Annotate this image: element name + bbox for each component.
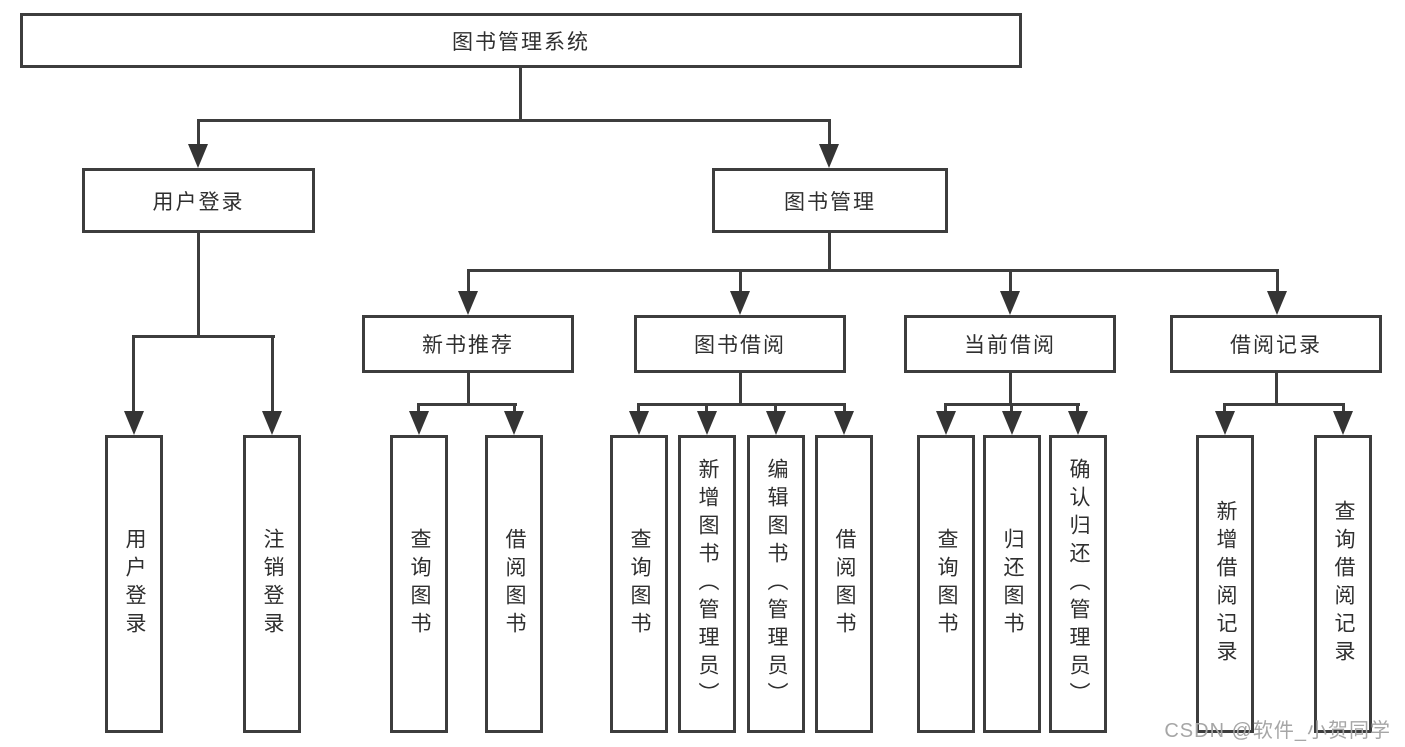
node-add-books-admin-label: 新增图书（管理员） bbox=[696, 458, 719, 710]
connector-user-login-hbar bbox=[133, 335, 275, 338]
node-logout-item-label: 注销登录 bbox=[261, 528, 284, 640]
connector-stem bbox=[1076, 403, 1079, 413]
connector-recommend-hbar bbox=[418, 403, 517, 406]
connector-book-mgmt-hbar bbox=[467, 269, 1279, 272]
node-add-books-admin: 新增图书（管理员） bbox=[678, 435, 736, 733]
arrow-down-icon bbox=[262, 411, 282, 435]
connector-stem bbox=[513, 403, 516, 413]
node-query-borrow-record: 查询借阅记录 bbox=[1314, 435, 1372, 733]
connector-records-down bbox=[1275, 373, 1278, 406]
node-query-books-borrow-label: 查询图书 bbox=[628, 528, 651, 640]
node-user-login-item: 用户登录 bbox=[105, 435, 163, 733]
connector-user-login-stem bbox=[197, 119, 200, 148]
node-query-books-borrow: 查询图书 bbox=[610, 435, 668, 733]
connector-user-login-down bbox=[197, 233, 200, 337]
connector-borrow-stem bbox=[739, 269, 742, 294]
connector-stem bbox=[1010, 403, 1013, 413]
node-edit-books-admin: 编辑图书（管理员） bbox=[747, 435, 805, 733]
csdn-watermark: CSDN @软件_小贺同学 bbox=[1164, 720, 1391, 742]
node-query-books-current-label: 查询图书 bbox=[935, 528, 958, 640]
arrow-down-icon bbox=[766, 411, 786, 435]
node-query-books-current: 查询图书 bbox=[917, 435, 975, 733]
arrow-down-icon bbox=[1068, 411, 1088, 435]
node-add-borrow-record-label: 新增借阅记录 bbox=[1214, 500, 1237, 668]
node-root-label: 图书管理系统 bbox=[452, 30, 590, 54]
connector-logout-item-stem bbox=[271, 335, 274, 414]
arrow-down-icon bbox=[1000, 291, 1020, 315]
node-book-management-label: 图书管理 bbox=[784, 190, 876, 214]
connector-recommend-down bbox=[467, 373, 470, 406]
node-confirm-return-admin-label: 确认归还（管理员） bbox=[1067, 458, 1090, 710]
connector-login-item-stem bbox=[132, 335, 135, 414]
connector-recommend-stem bbox=[467, 269, 470, 294]
node-logout-item: 注销登录 bbox=[243, 435, 301, 733]
arrow-down-icon bbox=[1267, 291, 1287, 315]
connector-root-stem bbox=[519, 68, 522, 121]
arrow-down-icon bbox=[936, 411, 956, 435]
node-new-book-recommend-label: 新书推荐 bbox=[422, 334, 514, 357]
connector-stem bbox=[637, 403, 640, 413]
node-borrow-books-recommend-label: 借阅图书 bbox=[503, 528, 526, 640]
node-borrow-records-label: 借阅记录 bbox=[1230, 334, 1322, 357]
connector-stem bbox=[944, 403, 947, 413]
connector-borrow-hbar bbox=[638, 403, 846, 406]
node-current-borrow: 当前借阅 bbox=[904, 315, 1116, 373]
node-confirm-return-admin: 确认归还（管理员） bbox=[1049, 435, 1107, 733]
node-return-books-label: 归还图书 bbox=[1001, 528, 1024, 640]
connector-stem bbox=[417, 403, 420, 413]
arrow-down-icon bbox=[124, 411, 144, 435]
node-current-borrow-label: 当前借阅 bbox=[964, 334, 1056, 357]
arrow-down-icon bbox=[409, 411, 429, 435]
node-edit-books-admin-label: 编辑图书（管理员） bbox=[765, 458, 788, 710]
connector-current-down bbox=[1009, 373, 1012, 406]
arrow-down-icon bbox=[819, 144, 839, 168]
connector-stem bbox=[843, 403, 846, 413]
node-root: 图书管理系统 bbox=[20, 13, 1022, 68]
node-user-login-item-label: 用户登录 bbox=[123, 528, 146, 640]
node-borrow-books-recommend: 借阅图书 bbox=[485, 435, 543, 733]
connector-root-hbar bbox=[197, 119, 831, 122]
connector-records-stem bbox=[1276, 269, 1279, 294]
arrow-down-icon bbox=[834, 411, 854, 435]
node-borrow-records: 借阅记录 bbox=[1170, 315, 1382, 373]
node-book-borrow-label: 图书借阅 bbox=[694, 334, 786, 357]
connector-stem bbox=[1223, 403, 1226, 413]
node-borrow-books-borrow-label: 借阅图书 bbox=[833, 528, 856, 640]
node-add-borrow-record: 新增借阅记录 bbox=[1196, 435, 1254, 733]
arrow-down-icon bbox=[730, 291, 750, 315]
connector-records-hbar bbox=[1224, 403, 1345, 406]
arrow-down-icon bbox=[188, 144, 208, 168]
connector-book-mgmt-down bbox=[828, 233, 831, 271]
arrow-down-icon bbox=[504, 411, 524, 435]
arrow-down-icon bbox=[697, 411, 717, 435]
connector-stem bbox=[774, 403, 777, 413]
node-query-books-recommend-label: 查询图书 bbox=[408, 528, 431, 640]
arrow-down-icon bbox=[629, 411, 649, 435]
connector-stem bbox=[1342, 403, 1345, 413]
node-user-login-label: 用户登录 bbox=[152, 190, 245, 214]
node-return-books: 归还图书 bbox=[983, 435, 1041, 733]
node-borrow-books-borrow: 借阅图书 bbox=[815, 435, 873, 733]
connector-stem bbox=[705, 403, 708, 413]
node-query-books-recommend: 查询图书 bbox=[390, 435, 448, 733]
connector-current-stem bbox=[1009, 269, 1012, 294]
node-user-login: 用户登录 bbox=[82, 168, 315, 233]
arrow-down-icon bbox=[1002, 411, 1022, 435]
connector-book-mgmt-stem bbox=[828, 119, 831, 148]
arrow-down-icon bbox=[458, 291, 478, 315]
arrow-down-icon bbox=[1215, 411, 1235, 435]
node-query-borrow-record-label: 查询借阅记录 bbox=[1332, 500, 1355, 668]
arrow-down-icon bbox=[1333, 411, 1353, 435]
connector-borrow-down bbox=[739, 373, 742, 406]
node-new-book-recommend: 新书推荐 bbox=[362, 315, 574, 373]
node-book-borrow: 图书借阅 bbox=[634, 315, 846, 373]
node-book-management: 图书管理 bbox=[712, 168, 948, 233]
